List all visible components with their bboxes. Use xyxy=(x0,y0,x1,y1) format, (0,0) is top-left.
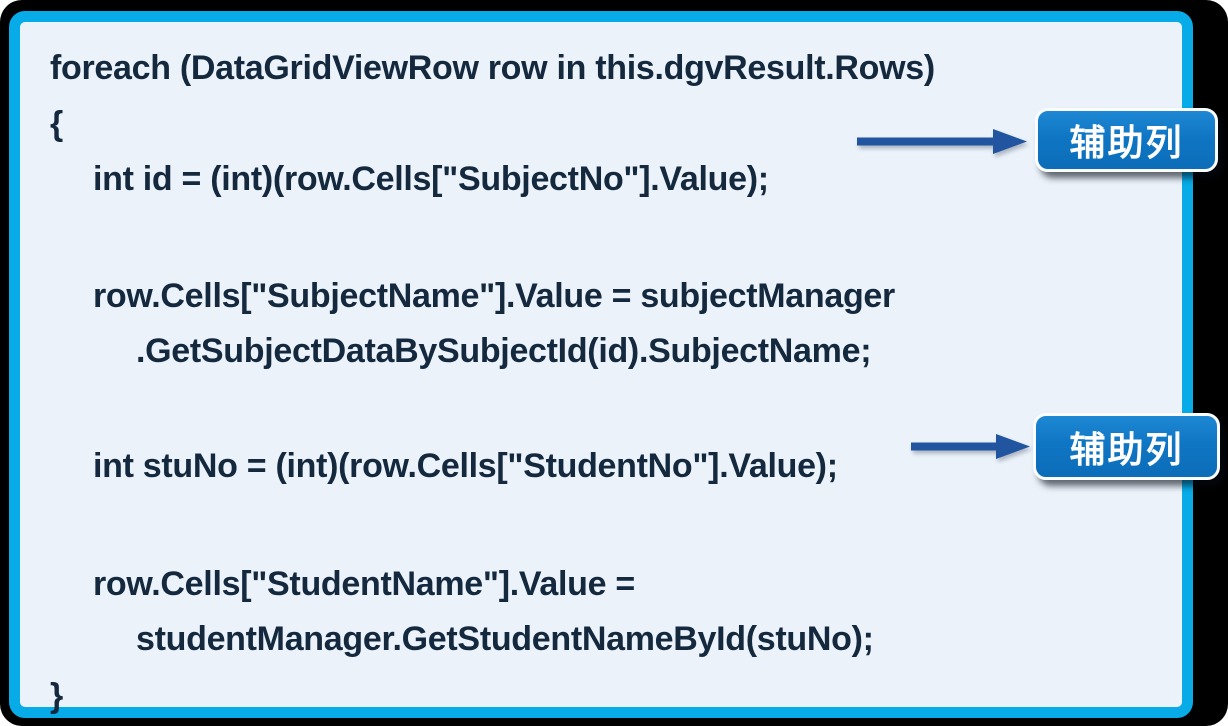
code-line-studentname: row.Cells["StudentName"].Value = xyxy=(93,565,635,603)
arrow-right-icon xyxy=(857,129,1027,154)
code-line-close-brace: } xyxy=(50,677,63,715)
code-line-getsubject: .GetSubjectDataBySubjectId(id).SubjectNa… xyxy=(136,332,872,370)
arrow-right-icon xyxy=(911,434,1030,459)
code-line-subjectname: row.Cells["SubjectName"].Value = subject… xyxy=(93,277,895,315)
code-line-open-brace: { xyxy=(50,105,63,143)
annotation-badge-label: 辅助列 xyxy=(1069,122,1184,163)
annotation-badge-auxiliary-column-1: 辅助列 xyxy=(1035,108,1218,172)
code-line-getstudent: studentManager.GetStudentNameById(stuNo)… xyxy=(136,620,874,658)
code-line-foreach: foreach (DataGridViewRow row in this.dgv… xyxy=(50,49,935,87)
code-line-int-stuno: int stuNo = (int)(row.Cells["StudentNo"]… xyxy=(93,447,838,485)
annotation-badge-label: 辅助列 xyxy=(1069,428,1184,470)
code-panel: foreach (DataGridViewRow row in this.dgv… xyxy=(9,11,1193,718)
annotation-badge-auxiliary-column-2: 辅助列 xyxy=(1033,413,1220,480)
code-line-int-id: int id = (int)(row.Cells["SubjectNo"].Va… xyxy=(93,160,769,198)
